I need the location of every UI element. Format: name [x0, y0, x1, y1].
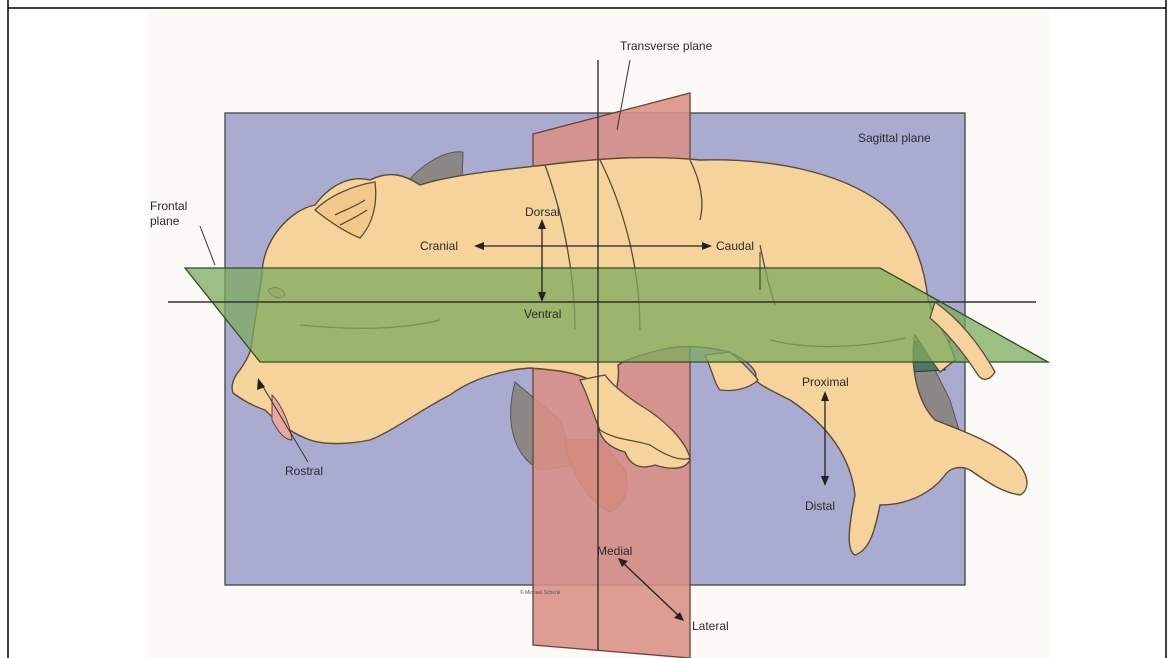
label-caudal: Caudal	[716, 239, 754, 253]
label-frontal-plane-2: plane	[150, 214, 180, 228]
label-distal: Distal	[805, 499, 835, 513]
label-medial: Medial	[597, 544, 632, 558]
label-frontal-plane-1: Frontal	[150, 199, 187, 213]
label-sagittal-plane: Sagittal plane	[858, 131, 931, 145]
label-ventral: Ventral	[524, 307, 561, 321]
label-proximal: Proximal	[802, 375, 849, 389]
label-lateral: Lateral	[692, 619, 729, 633]
label-transverse-plane: Transverse plane	[620, 39, 713, 53]
label-credit: © Michael Schenk	[520, 589, 561, 596]
label-dorsal: Dorsal	[525, 205, 560, 219]
label-cranial: Cranial	[420, 239, 458, 253]
label-rostral: Rostral	[285, 464, 323, 478]
